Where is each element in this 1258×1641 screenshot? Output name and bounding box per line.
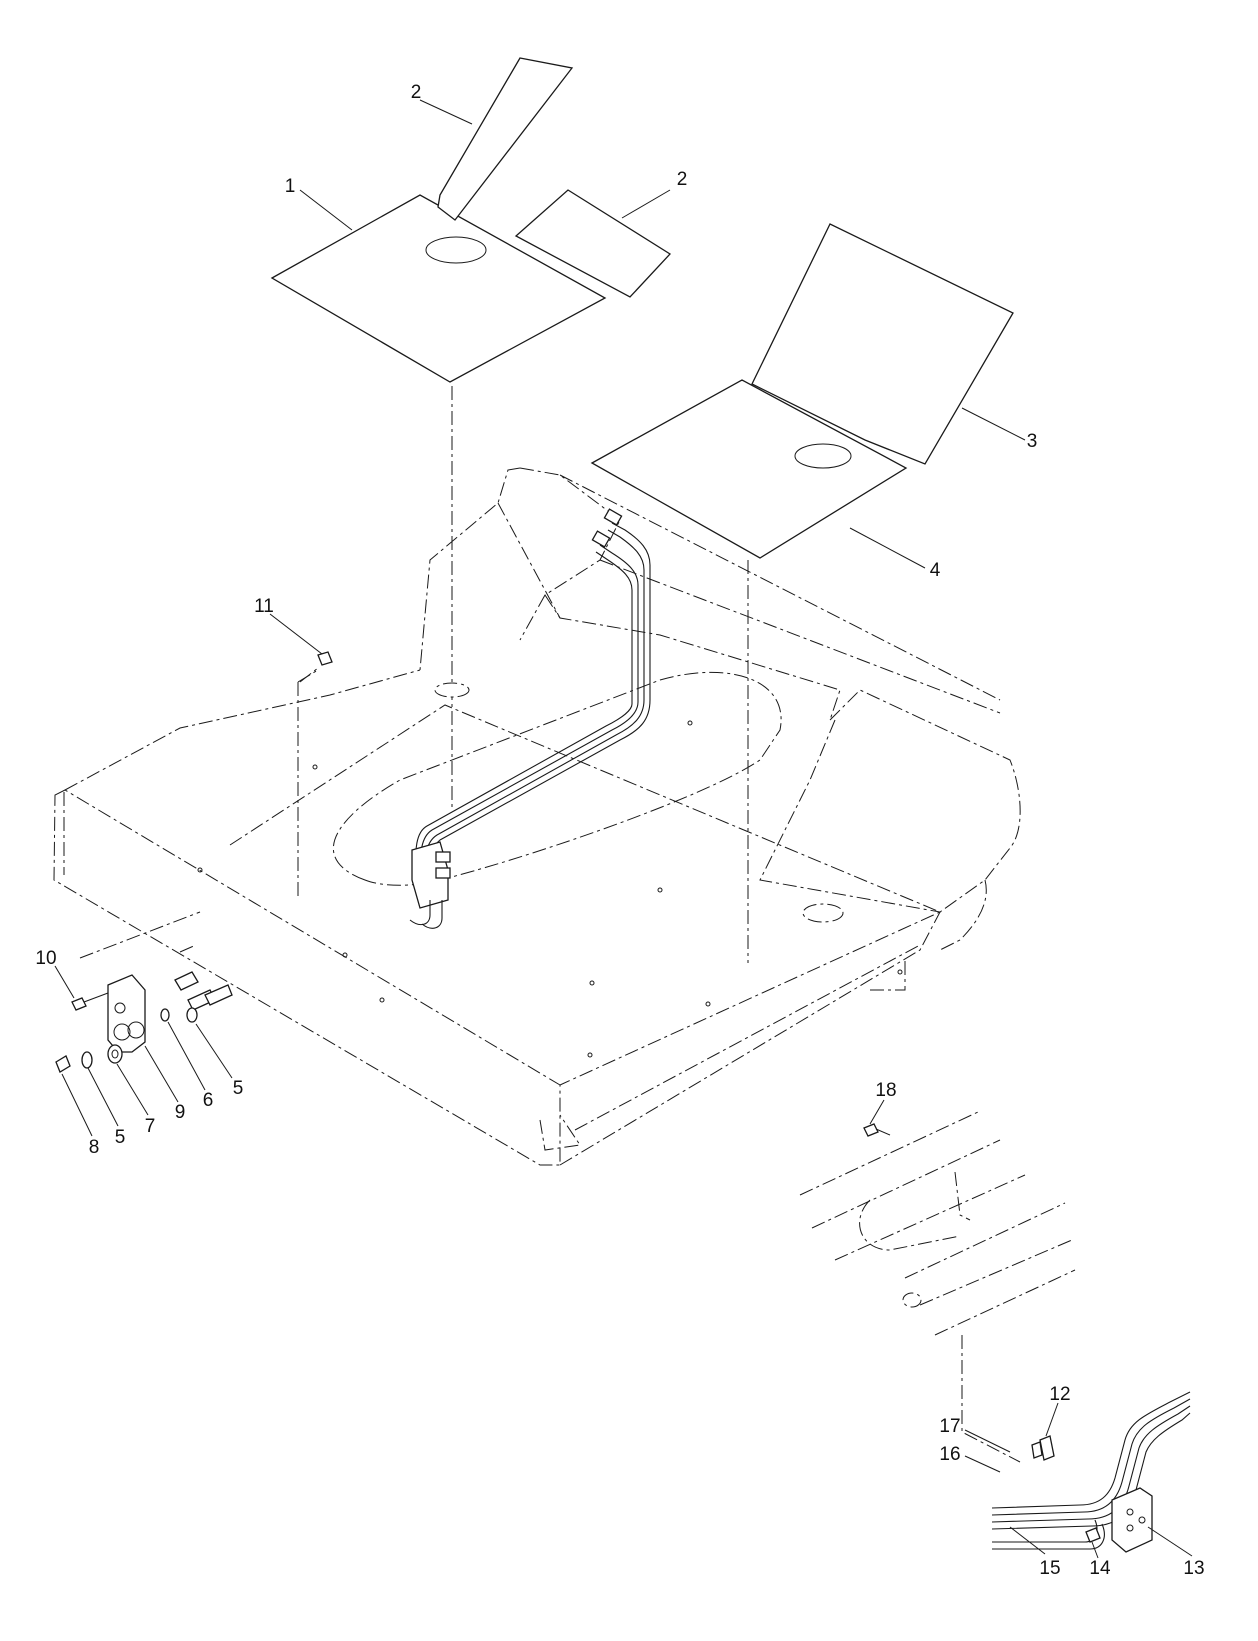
callout-3: 3 bbox=[1027, 431, 1038, 452]
callout-1: 1 bbox=[285, 176, 296, 197]
bolt-part-11 bbox=[299, 651, 333, 683]
callout-14: 14 bbox=[1089, 1558, 1111, 1579]
callout-9: 9 bbox=[175, 1102, 186, 1123]
frame-phantom bbox=[53, 467, 1021, 1166]
callout-18: 18 bbox=[875, 1080, 896, 1101]
callout-12: 12 bbox=[1049, 1384, 1070, 1405]
bulkhead-assembly bbox=[55, 911, 233, 1073]
hydraulic-tube-assembly bbox=[409, 508, 651, 929]
callout-7: 7 bbox=[145, 1116, 156, 1137]
mat-part-3 bbox=[751, 223, 1014, 465]
callout-2-upper: 2 bbox=[411, 82, 422, 103]
detail-view bbox=[799, 1111, 1191, 1553]
callout-13: 13 bbox=[1183, 1558, 1204, 1579]
mat-part-2-upper bbox=[437, 57, 574, 221]
callout-8: 8 bbox=[89, 1137, 100, 1158]
callouts: 1 2 2 3 4 11 10 5 6 9 7 5 8 18 12 17 16 … bbox=[35, 82, 1204, 1579]
callout-5-left: 5 bbox=[115, 1127, 126, 1148]
callout-2-lower: 2 bbox=[677, 169, 688, 190]
callout-6: 6 bbox=[203, 1090, 214, 1111]
leader-lines bbox=[54, 99, 1193, 1559]
callout-5-right: 5 bbox=[233, 1078, 244, 1099]
mat-part-4 bbox=[590, 379, 908, 559]
callout-17: 17 bbox=[939, 1416, 960, 1437]
callout-16: 16 bbox=[939, 1444, 960, 1465]
callout-11: 11 bbox=[254, 596, 274, 617]
callout-15: 15 bbox=[1039, 1558, 1060, 1579]
callout-4: 4 bbox=[930, 560, 941, 581]
mat-part-1 bbox=[270, 194, 607, 383]
callout-10: 10 bbox=[35, 948, 56, 969]
mat-part-2-lower bbox=[514, 189, 672, 298]
